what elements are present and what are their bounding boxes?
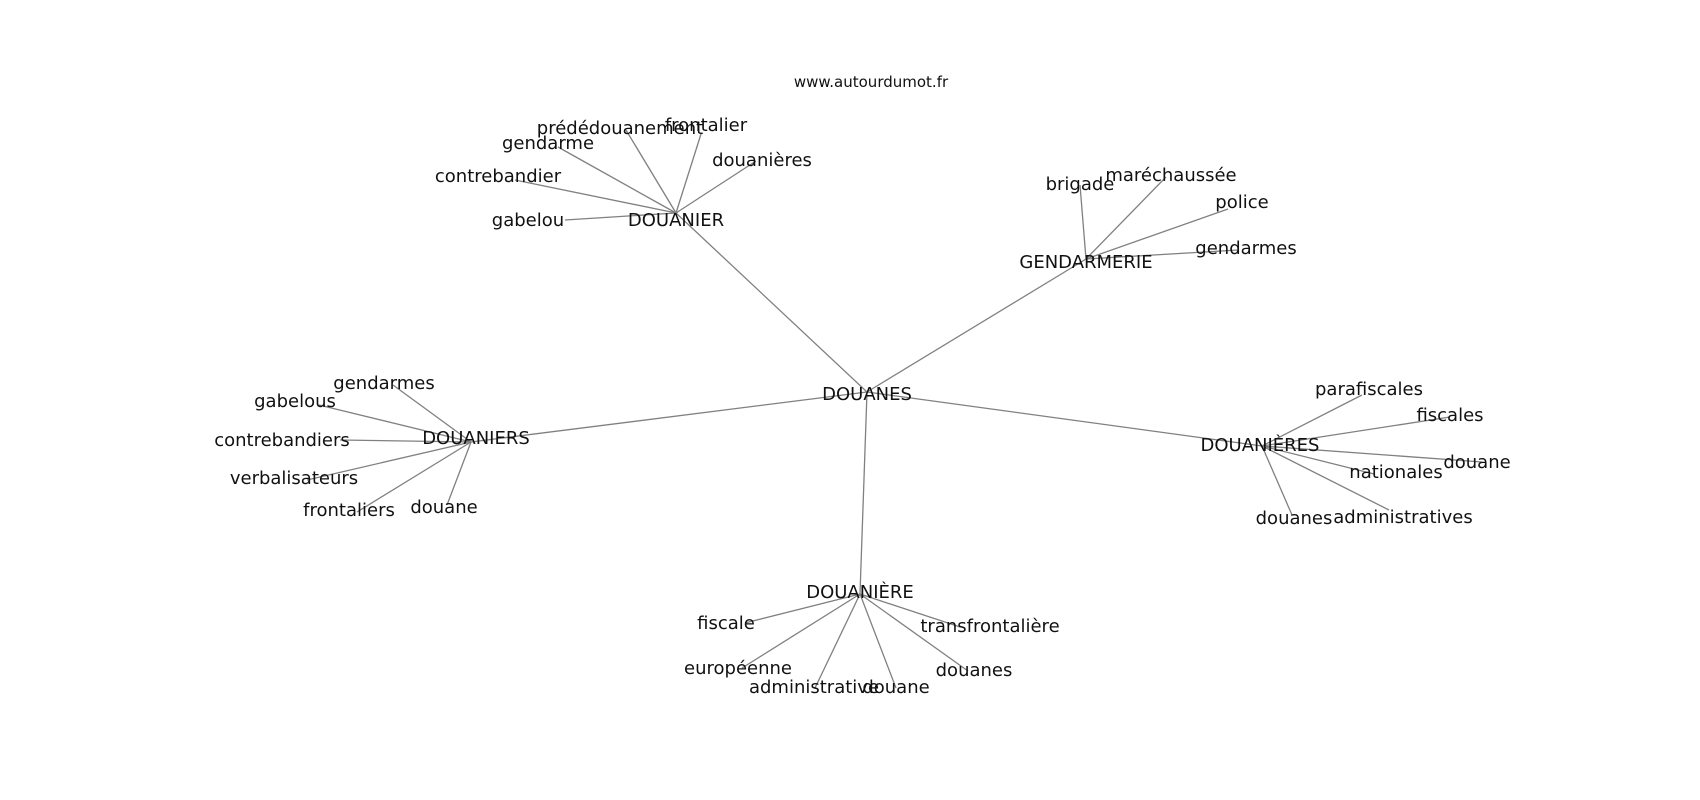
- word-node-douanier-prededouanement: prédédouanement: [537, 118, 703, 139]
- word-node-douanieres-parafiscales: parafiscales: [1315, 379, 1423, 400]
- word-node-douaniers-contrebandiers: contrebandiers: [214, 430, 350, 451]
- word-node-douaniere-administrative: administrative: [749, 677, 879, 698]
- word-node-gendarmerie-marechaussee: maréchaussée: [1105, 165, 1236, 186]
- word-node-gendarmerie-gendarmes: gendarmes: [1195, 238, 1296, 259]
- edge-douanier-prededouanement: [625, 129, 677, 214]
- edge-douanieres-parafiscales: [1261, 394, 1363, 447]
- edge-douaniers-douane: [446, 441, 472, 506]
- word-node-douanier-gabelou: gabelou: [492, 210, 564, 231]
- edge-douaniers-gendarmes: [392, 384, 472, 443]
- edge-douaniere-douane: [859, 593, 897, 689]
- word-node-gendarmerie-police: police: [1215, 192, 1268, 213]
- edge-douaniers-gabelous: [318, 404, 472, 443]
- word-node-douanieres-douane: douane: [1443, 452, 1510, 473]
- edge-gendarmerie-brigade: [1079, 184, 1087, 260]
- edge-gendarmerie-police: [1085, 208, 1229, 260]
- edge-douaniers-verbalisateurs: [306, 441, 472, 481]
- hub-node-douaniers: DOUANIERS: [422, 428, 530, 449]
- edge-douanier-frontalier: [675, 133, 702, 214]
- edge-douaniers-frontaliers: [356, 441, 472, 513]
- edge-douanier-gabelou: [564, 212, 677, 221]
- word-node-douanier-douanieres: douanières: [712, 150, 812, 171]
- word-node-douaniere-transfrontaliere: transfrontalière: [920, 616, 1059, 637]
- edge-douanes-gendarmerie: [866, 258, 1087, 393]
- edge-douanieres-nationales: [1261, 445, 1375, 475]
- word-node-douaniers-frontaliers: frontaliers: [303, 500, 395, 521]
- edge-gendarmerie-gendarmes: [1085, 249, 1239, 260]
- hub-node-douanier: DOUANIER: [628, 210, 724, 231]
- word-node-douanieres-nationales: nationales: [1349, 462, 1442, 483]
- edge-douanieres-administratives: [1261, 445, 1390, 511]
- edge-douaniers-contrebandiers: [339, 439, 472, 443]
- edge-douaniere-fiscale: [744, 593, 861, 624]
- edge-douanes-douanieres: [866, 391, 1263, 447]
- edge-douanes-douaniers: [470, 391, 868, 443]
- edge-douaniere-transfrontaliere: [859, 593, 961, 628]
- word-node-douanieres-fiscales: fiscales: [1416, 405, 1483, 426]
- edge-douanier-contrebandier: [514, 179, 677, 214]
- word-node-douaniers-douane: douane: [410, 497, 477, 518]
- word-node-douanier-frontalier: frontalier: [665, 115, 748, 136]
- edge-douaniere-europeenne: [741, 593, 861, 669]
- edge-douanier-douanieres: [675, 160, 757, 214]
- word-node-douanier-gendarme: gendarme: [502, 133, 594, 154]
- edge-douanieres-douanes: [1261, 445, 1293, 516]
- edge-gendarmerie-marechaussee: [1085, 176, 1167, 260]
- hub-node-gendarmerie: GENDARMERIE: [1019, 252, 1152, 273]
- word-node-douaniers-gendarmes: gendarmes: [333, 373, 434, 394]
- hub-node-douaniere: DOUANIÈRE: [806, 581, 914, 603]
- source-credit: www.autourdumot.fr: [793, 73, 949, 91]
- word-node-douanier-contrebandier: contrebandier: [435, 166, 562, 187]
- word-node-douaniere-fiscale: fiscale: [697, 613, 755, 634]
- word-node-douanieres-douanes: douanes: [1256, 508, 1333, 529]
- word-node-douaniere-douane: douane: [862, 677, 929, 698]
- edge-douanes-douaniere: [859, 391, 868, 595]
- hub-node-douanieres: DOUANIÈRES: [1201, 434, 1320, 456]
- word-node-douaniers-gabelous: gabelous: [254, 391, 336, 412]
- edge-douanieres-douane: [1261, 445, 1483, 463]
- graph-edges: [306, 129, 1483, 689]
- word-node-gendarmerie-brigade: brigade: [1046, 174, 1115, 195]
- word-node-douaniere-douanes: douanes: [936, 660, 1013, 681]
- edge-douanier-gendarme: [557, 146, 677, 214]
- edge-douanes-douanier: [675, 212, 868, 393]
- edge-douanieres-fiscales: [1261, 416, 1451, 447]
- edge-douaniere-douanes: [859, 593, 969, 672]
- word-node-douanieres-administratives: administratives: [1333, 507, 1472, 528]
- word-node-douaniere-europeenne: européenne: [684, 658, 792, 679]
- center-node-douanes: DOUANES: [822, 384, 912, 405]
- word-node-douaniers-verbalisateurs: verbalisateurs: [230, 468, 358, 489]
- edge-douaniere-administrative: [814, 593, 861, 689]
